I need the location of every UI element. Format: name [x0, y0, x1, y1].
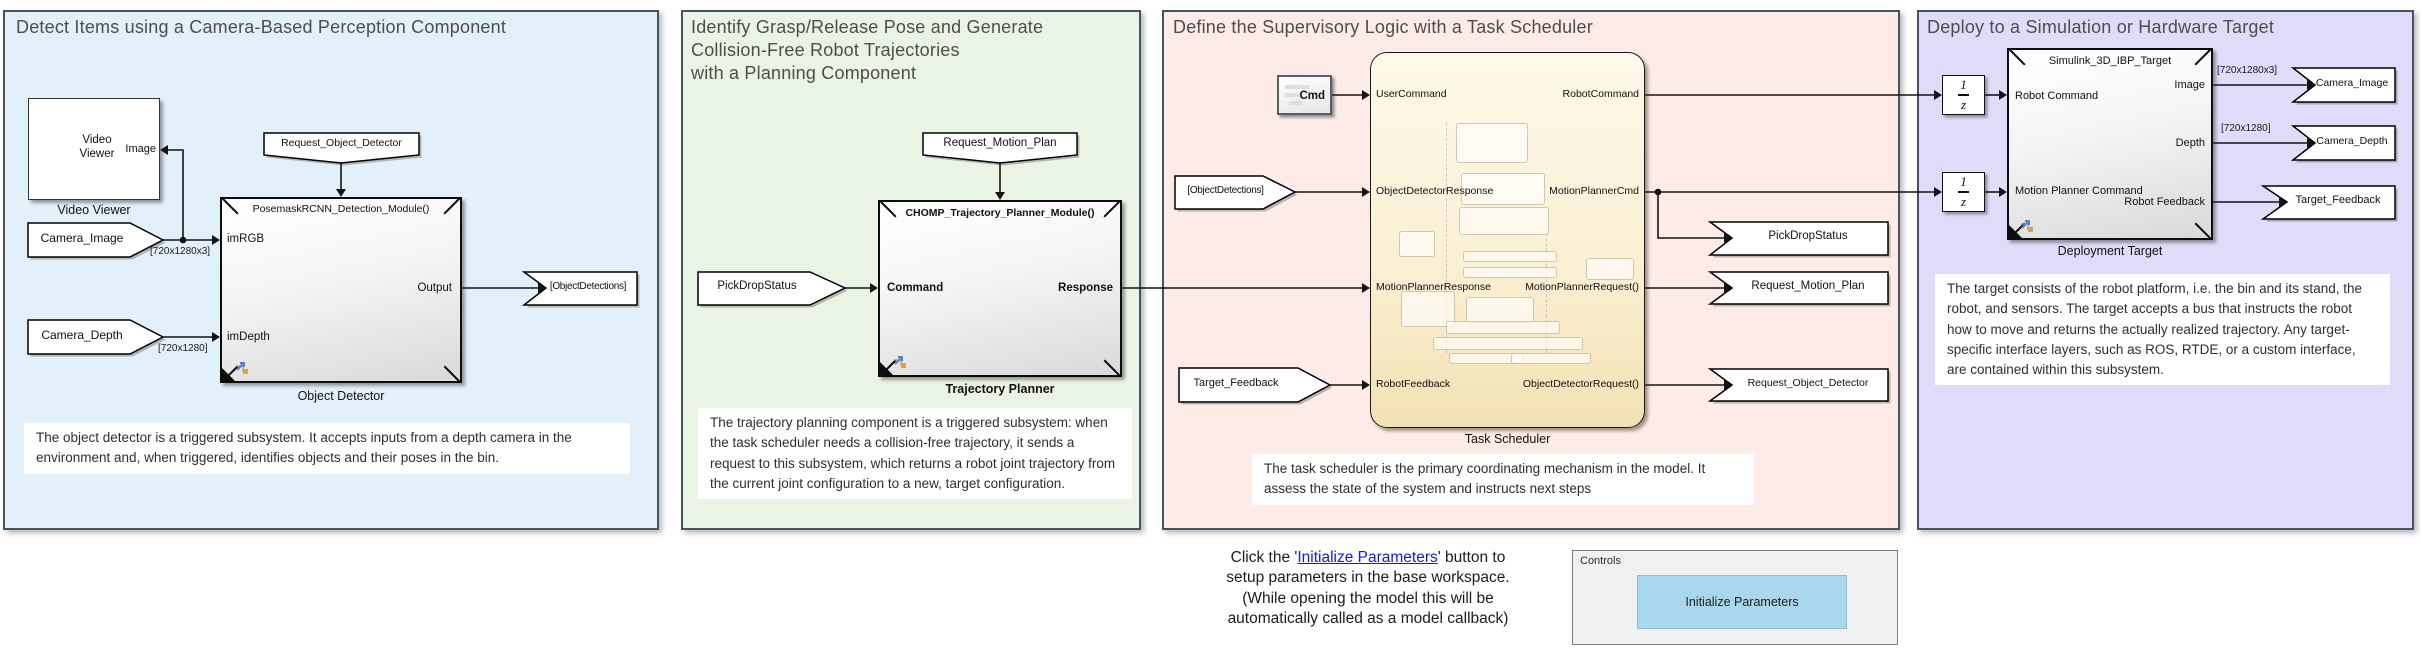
footer-line1-post: ' button to [1437, 549, 1506, 566]
request-object-detector-label-p3: Request_Object_Detector [1747, 377, 1869, 389]
objectdetections-label-p3: [ObjectDetections] [1187, 185, 1264, 196]
request-object-detector-label-p1: Request_Object_Detector [281, 137, 402, 149]
objectdetections-label-p1: [ObjectDetections] [549, 281, 627, 292]
depth-dim-p4: [720x1280] [2221, 123, 2271, 134]
port-motion-planner-command: Motion Planner Command [2015, 185, 2143, 197]
camera-depth-dim-p1: [720x1280] [158, 343, 208, 354]
request-motion-plan-label-p3: Request_Motion_Plan [1751, 280, 1865, 292]
panel-planning-title-line3: with a Planning Component [691, 63, 917, 83]
port-depth: Depth [2175, 137, 2205, 149]
port-output: Output [417, 282, 452, 294]
task-scheduler-caption: Task Scheduler [1464, 432, 1551, 446]
port-imdepth: imDepth [227, 331, 270, 343]
unit-delay-denominator: z [1960, 193, 1967, 209]
unit-delay-numerator: 1 [1960, 77, 1967, 93]
object-detector-module-title: PosemaskRCNN_Detection_Module() [252, 203, 430, 215]
unit-delay-2[interactable]: 1 z [1942, 172, 1985, 212]
port-robotfeedback: RobotFeedback [1376, 378, 1451, 390]
planning-note: The trajectory planning component is a t… [698, 408, 1132, 499]
deploy-note: The target consists of the robot platfor… [1935, 274, 2390, 386]
cmd-label: Cmd [1299, 90, 1325, 102]
target-feedback-label-p3: Target_Feedback [1193, 377, 1279, 389]
port-response: Response [1058, 282, 1113, 294]
request-motion-plan-label-p2: Request_Motion_Plan [943, 137, 1057, 149]
supervisory-note: The task scheduler is the primary coordi… [1252, 454, 1754, 505]
subsystem-badge-icon [890, 353, 908, 370]
footer-line1-pre: Click the ' [1230, 549, 1298, 566]
target-feedback-label-p4: Target_Feedback [2295, 194, 2381, 206]
deployment-target-module-title: Simulink_3D_IBP_Target [2048, 55, 2172, 67]
trajectory-planner-module-title: CHOMP_Trajectory_Planner_Module() [905, 207, 1095, 219]
panel-planning-title-line1: Identify Grasp/Release Pose and Generate [691, 17, 1044, 37]
panel-planning-title-line2: Collision-Free Robot Trajectories [691, 40, 960, 60]
port-motionplannerresponse: MotionPlannerResponse [1376, 281, 1491, 293]
port-imrgb: imRGB [227, 233, 265, 245]
footer-line3: (While opening the model this will be [1242, 589, 1494, 607]
port-image: Image [2174, 79, 2205, 91]
pickdropstatus-label-p3: PickDropStatus [1768, 230, 1848, 242]
object-detector-subsystem[interactable]: PosemaskRCNN_Detection_Module() imRGB im… [220, 197, 462, 383]
subsystem-badge-icon [2017, 217, 2035, 234]
cmd-block[interactable]: Cmd [1277, 75, 1332, 115]
camera-image-label-p4: Camera_Image [2315, 77, 2389, 89]
port-robot-feedback: Robot Feedback [2124, 196, 2205, 208]
trajectory-planner-subsystem[interactable]: CHOMP_Trajectory_Planner_Module() Comman… [878, 200, 1122, 377]
video-viewer-image-port: Image [125, 143, 156, 155]
footer-line4: automatically called as a model callback… [1227, 610, 1509, 628]
unit-delay-denominator: z [1960, 96, 1967, 112]
video-viewer-text: Video Viewer [79, 134, 115, 161]
port-robot-command: Robot Command [2015, 90, 2099, 102]
port-robotcommand: RobotCommand [1562, 88, 1639, 100]
camera-depth-label-p4: Camera_Depth [2316, 135, 2388, 147]
panel-perception-title: Detect Items using a Camera-Based Percep… [16, 17, 507, 37]
panel-supervisory-title: Define the Supervisory Logic with a Task… [1173, 17, 1593, 37]
port-motionplannercmd: MotionPlannerCmd [1549, 185, 1639, 197]
port-usercommand: UserCommand [1376, 88, 1447, 100]
port-objectdetectorresponse: ObjectDetectorResponse [1376, 185, 1494, 197]
camera-image-label-p1: Camera_Image [40, 231, 124, 245]
initialize-parameters-button[interactable]: Initialize Parameters [1637, 575, 1847, 629]
task-scheduler-chart[interactable] [1370, 52, 1645, 428]
perception-note: The object detector is a triggered subsy… [24, 423, 630, 474]
port-motionplannerrequest: MotionPlannerRequest() [1525, 281, 1639, 293]
port-command: Command [887, 282, 944, 294]
deployment-target-subsystem[interactable]: Simulink_3D_IBP_Target Robot Command Mot… [2007, 48, 2213, 240]
pickdropstatus-label-p2: PickDropStatus [717, 280, 797, 292]
footer-line2: setup parameters in the base workspace. [1226, 569, 1510, 587]
camera-depth-label-p1: Camera_Depth [41, 328, 123, 342]
initialize-parameters-link[interactable]: Initialize Parameters [1297, 549, 1438, 566]
camera-image-dim-p1: [720x1280x3] [150, 246, 211, 257]
image-dim-p4: [720x1280x3] [2217, 65, 2278, 76]
controls-label: Controls [1580, 555, 1621, 567]
video-viewer-block[interactable]: Video Viewer Image [28, 98, 160, 200]
panel-deploy-title: Deploy to a Simulation or Hardware Targe… [1927, 17, 2275, 37]
video-viewer-caption: Video Viewer [57, 203, 131, 217]
deployment-target-caption: Deployment Target [2057, 244, 2163, 258]
trajectory-planner-caption: Trajectory Planner [945, 382, 1055, 396]
unit-delay-1[interactable]: 1 z [1942, 75, 1985, 115]
port-objectdetectorrequest: ObjectDetectorRequest() [1522, 378, 1639, 390]
subsystem-badge-icon [232, 359, 250, 376]
unit-delay-numerator: 1 [1960, 174, 1967, 190]
object-detector-caption: Object Detector [297, 389, 385, 403]
initialize-parameters-note: Click the 'Initialize Parameters' button… [1185, 548, 1551, 630]
